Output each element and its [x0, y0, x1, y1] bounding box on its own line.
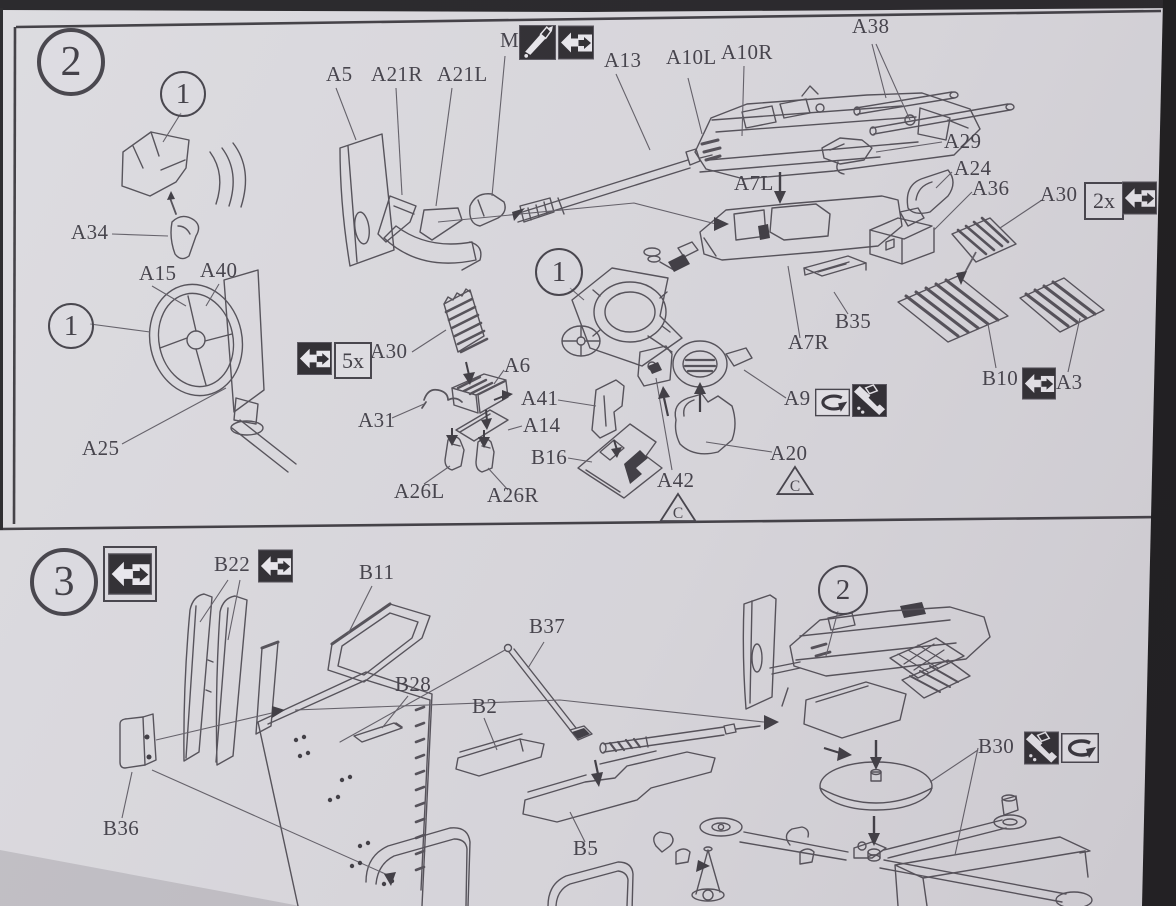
part-label-A13: A13: [604, 48, 642, 72]
part-label-A29: A29: [944, 129, 982, 153]
part-label-A26R: A26R: [487, 483, 539, 507]
do-not-glue-icon: [1024, 731, 1059, 765]
part-label-M: M: [500, 28, 520, 52]
part-label-B22: B22: [214, 552, 251, 576]
part-label-B28: B28: [395, 672, 432, 696]
part-label-A6: A6: [504, 353, 531, 377]
part-label-A9: A9: [784, 386, 811, 410]
part-label-A42: A42: [657, 468, 695, 492]
rotating-part-icon: [1061, 733, 1099, 763]
part-label-B10: B10: [982, 366, 1019, 390]
part-label-B30: B30: [978, 734, 1015, 758]
part-label-A31: A31: [358, 408, 396, 432]
panel-borders: [0, 9, 1164, 531]
part-label-A5: A5: [326, 62, 353, 86]
note-triangle-c-icon: C: [775, 465, 815, 496]
optional-parts-arrows-icon: [1022, 366, 1056, 401]
part-label-B35: B35: [835, 309, 872, 333]
part-label-B16: B16: [531, 445, 568, 469]
step-number-badge-2: 2: [37, 28, 105, 96]
part-label-A41: A41: [521, 386, 559, 410]
optional-parts-arrows-icon: [297, 342, 332, 375]
part-label-A3: A3: [1056, 370, 1083, 394]
part-label-B37: B37: [529, 614, 566, 638]
part-label-B2: B2: [472, 694, 498, 718]
part-label-B36: B36: [103, 816, 140, 840]
part-label-A30: A30: [370, 339, 408, 363]
optional-parts-arrows-icon: [103, 546, 157, 602]
part-label-A30: A30: [1040, 182, 1078, 206]
part-label-A21R: A21R: [371, 62, 423, 86]
note-triangle-c-icon: C: [658, 492, 698, 523]
part-label-A10L: A10L: [666, 45, 717, 69]
quantity-badge: 5x: [334, 342, 372, 379]
do-not-glue-icon: [852, 384, 887, 417]
subassembly-callout-1: 1: [48, 303, 94, 349]
part-label-A24: A24: [954, 156, 992, 180]
part-label-A14: A14: [523, 413, 561, 437]
step3-exploded-diagram: [119, 593, 1093, 906]
part-label-A36: A36: [972, 176, 1010, 200]
part-label-A26L: A26L: [394, 479, 445, 503]
part-label-B11: B11: [359, 560, 395, 584]
optional-parts-arrows-icon: [1122, 181, 1157, 215]
step-number-badge-3: 3: [30, 548, 98, 616]
subassembly-callout-2: 2: [818, 565, 868, 615]
part-label-A7R: A7R: [788, 330, 829, 354]
part-label-A25: A25: [82, 436, 120, 460]
step2-exploded-diagram: [121, 85, 1105, 499]
part-label-A7L: A7L: [734, 171, 774, 195]
part-label-A40: A40: [200, 258, 238, 282]
optional-parts-arrows-icon: [558, 25, 594, 60]
subassembly-callout-1: 1: [535, 248, 583, 296]
rotating-part-icon: [815, 387, 850, 418]
optional-parts-arrows-icon: [258, 549, 293, 583]
part-label-A21L: A21L: [437, 62, 488, 86]
part-label-A15: A15: [139, 261, 177, 285]
part-label-A34: A34: [71, 220, 109, 244]
part-label-A38: A38: [852, 14, 890, 38]
part-label-B5: B5: [573, 836, 599, 860]
svg-text:C: C: [790, 478, 800, 495]
trim-knife-icon: [519, 25, 556, 60]
step3-leader-lines: [121, 579, 979, 877]
subassembly-callout-1: 1: [160, 71, 206, 117]
part-label-A20: A20: [770, 441, 808, 465]
part-label-A10R: A10R: [721, 40, 773, 64]
svg-text:C: C: [673, 505, 683, 522]
step2-leader-lines: [89, 43, 1081, 491]
step3-arrows: [144, 706, 882, 887]
quantity-badge: 2x: [1084, 182, 1124, 220]
step2-arrows: [167, 172, 967, 618]
